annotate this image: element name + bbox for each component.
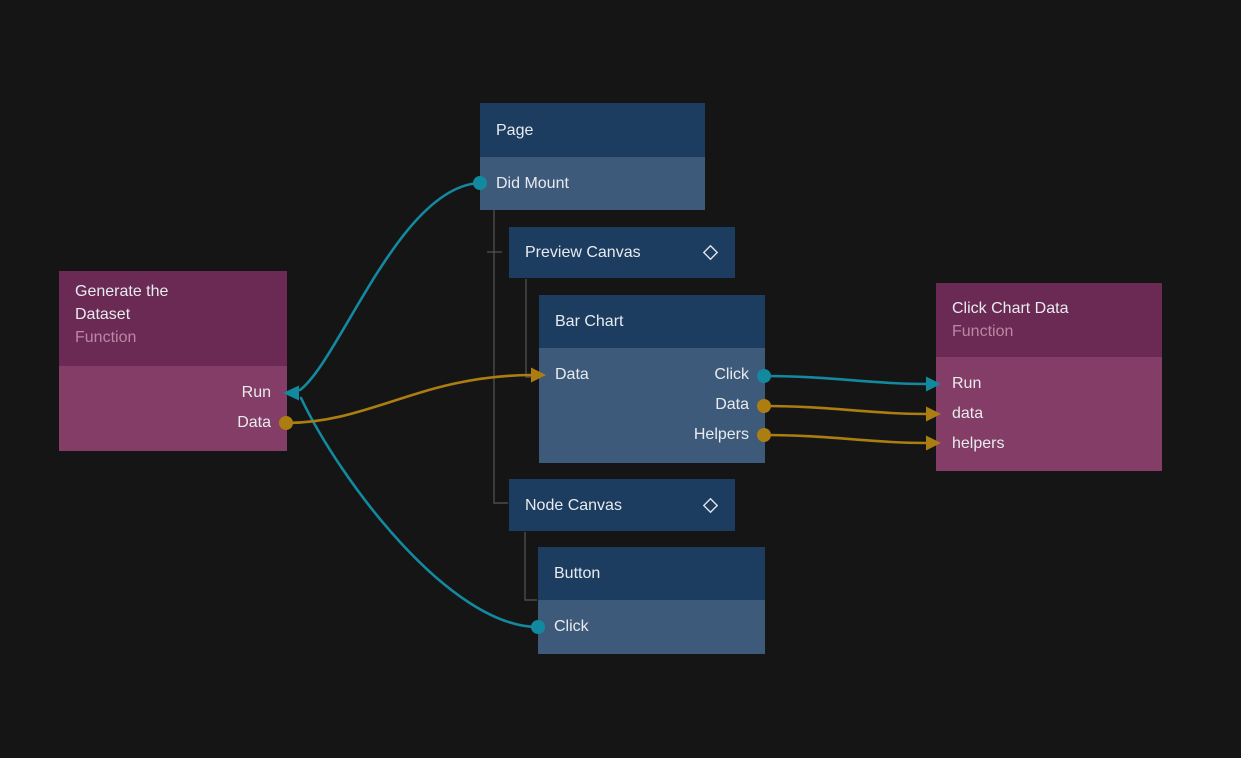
port-row-run[interactable]: Run [59,378,287,408]
diamond-outline-icon [702,244,719,261]
node-header[interactable]: Bar Chart [539,295,765,348]
node-header[interactable]: Page [480,103,705,157]
diamond-outline-icon [702,497,719,513]
port-run[interactable]: Run [952,375,982,392]
wire-barchartdata-to-data[interactable] [762,404,929,416]
wire-didmount-to-run[interactable] [298,181,482,392]
hierarchy-line-nodecanvas-button [524,532,537,601]
port-data[interactable]: Data [237,414,271,431]
node-bar-chart[interactable]: Bar Chart Data Click Data Helpers [539,295,765,463]
port-row-helpers[interactable]: Helpers [539,420,765,450]
node-header[interactable]: Click Chart Data Function [936,283,1162,357]
port-click[interactable]: Click [554,618,589,635]
wire-barcharthelpers-to-helpers[interactable] [762,433,929,445]
node-title: Bar Chart [555,313,624,330]
node-header[interactable]: Node Canvas [509,479,735,531]
port-row-run[interactable]: Run [936,369,1162,399]
node-header[interactable]: Generate the Dataset Function [59,271,287,366]
wire-generatedata-to-barchartdata[interactable] [284,373,533,425]
hierarchy-line-preview-barchart [525,279,536,378]
port-output-data[interactable]: Data [715,396,749,413]
port-row-helpers[interactable]: helpers [936,429,1162,459]
node-preview-canvas[interactable]: Preview Canvas [509,227,735,278]
port-row-data-click[interactable]: Data Click [539,360,765,390]
port-run[interactable]: Run [241,384,271,401]
port-did-mount[interactable]: Did Mount [496,174,569,192]
port-input-data[interactable]: Data [555,366,589,383]
port-row-data[interactable]: data [936,399,1162,429]
node-title: Button [554,565,601,582]
port-row-data-out[interactable]: Data [539,390,765,420]
port-row-click[interactable]: Click [538,600,765,654]
wire-buttonclick-to-run[interactable] [299,396,540,629]
port-helpers[interactable]: helpers [952,435,1005,452]
node-subtitle: Function [952,323,1014,340]
node-title: Preview Canvas [525,244,641,261]
node-page[interactable]: Page Did Mount [480,103,705,210]
node-title: Click Chart Data [952,300,1069,317]
node-button[interactable]: Button Click [538,547,765,654]
port-output-helpers[interactable]: Helpers [693,426,749,443]
port-data[interactable]: data [952,405,984,422]
node-header[interactable]: Button [538,547,765,600]
node-node-canvas[interactable]: Node Canvas [509,479,735,531]
node-body: Data Click Data Helpers [539,348,765,463]
node-header[interactable]: Preview Canvas [509,227,735,278]
node-title: Node Canvas [525,496,622,514]
port-row-data[interactable]: Data [59,408,287,438]
node-generate-the-dataset[interactable]: Generate the Dataset Function Run Data [59,271,287,451]
node-title: Page [496,121,534,139]
port-row-did-mount[interactable]: Did Mount [480,157,705,210]
node-body: Run Data [59,366,287,451]
wire-barchartclick-to-run[interactable] [762,374,929,386]
port-output-click[interactable]: Click [714,366,749,383]
node-title: Generate the Dataset [75,283,169,323]
node-subtitle: Function [75,329,137,346]
node-body: Run data helpers [936,357,1162,471]
node-click-chart-data[interactable]: Click Chart Data Function Run data helpe… [936,283,1162,471]
hierarchy-line-page-children [493,210,508,504]
